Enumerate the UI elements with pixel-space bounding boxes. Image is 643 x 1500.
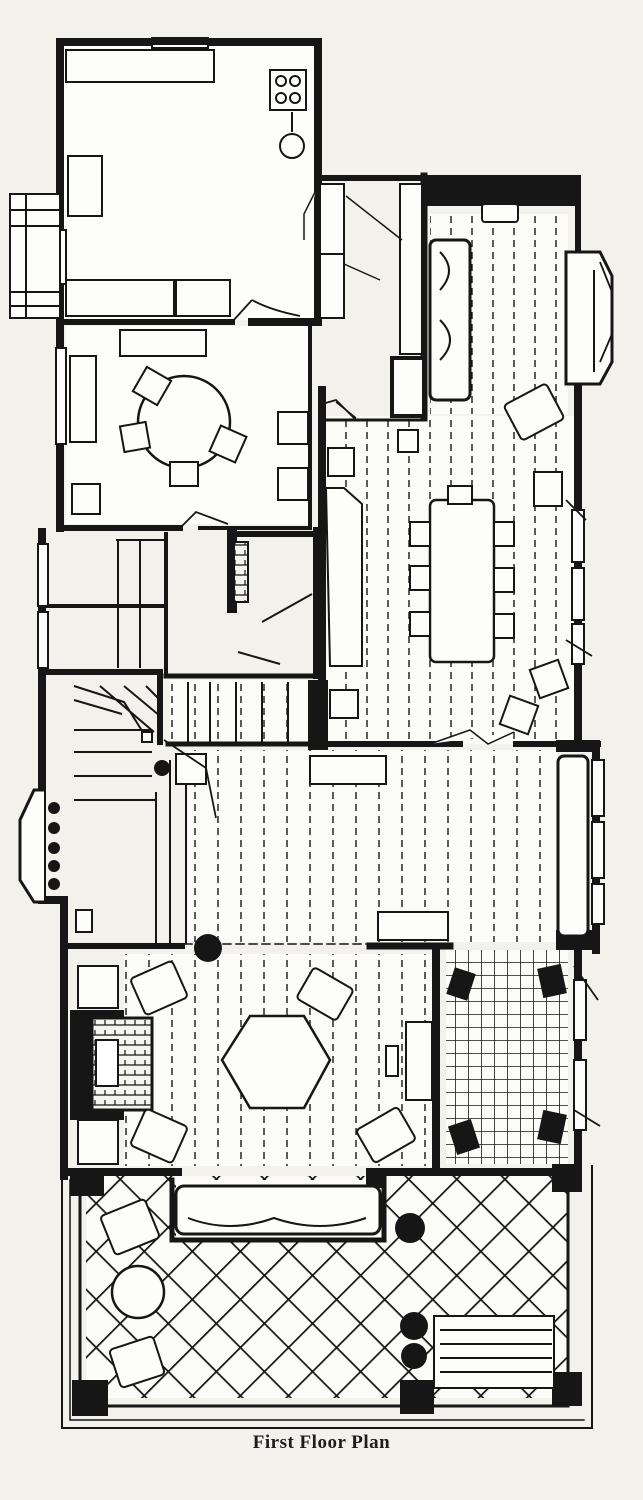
dining-furniture: [324, 401, 570, 745]
breakfast-furniture: [69, 329, 309, 515]
kitchen-fixtures: [65, 49, 307, 317]
sunroom-planters: [446, 963, 567, 1155]
kitchen-side-steps: [9, 193, 61, 319]
parlor-furniture: [77, 960, 433, 1165]
terrace-furniture: [100, 1184, 555, 1389]
floor-surfaces: [64, 46, 574, 1398]
den-furniture: [397, 203, 565, 453]
fireplace: [90, 1016, 154, 1112]
bay-window-den: [564, 250, 614, 386]
door-swings: [163, 261, 613, 1127]
closet: [233, 541, 313, 665]
plan-caption: First Floor Plan: [252, 1432, 391, 1453]
windows: [37, 37, 605, 1131]
back-stair-steps: [187, 682, 289, 742]
main-stair: [73, 539, 187, 944]
hall-floor: [170, 680, 316, 746]
pantry-fixtures: [303, 183, 426, 418]
terrace-shrubs: [395, 1213, 428, 1369]
bay-window-stair: [18, 788, 60, 904]
living-room-furniture: [154, 753, 590, 962]
